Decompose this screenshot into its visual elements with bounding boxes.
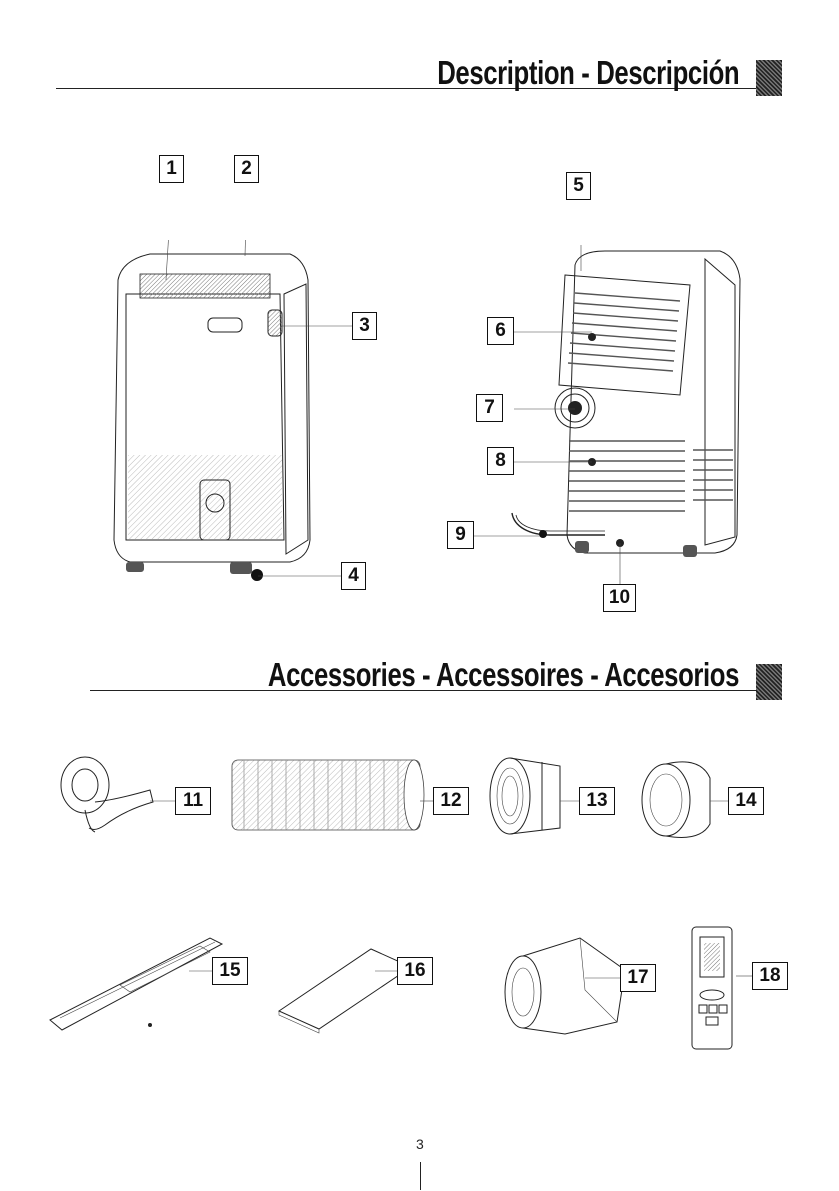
callout-16: 16 [397, 957, 433, 985]
callout-15: 15 [212, 957, 248, 985]
callout-3: 3 [352, 312, 377, 340]
page-number: 3 [416, 1136, 424, 1152]
description-leader-lines [0, 0, 839, 640]
callout-9: 9 [447, 521, 474, 549]
callout-17: 17 [620, 964, 656, 992]
callout-2: 2 [234, 155, 259, 183]
accessories-heading-block [756, 664, 782, 700]
callout-5: 5 [566, 172, 591, 200]
callout-1: 1 [159, 155, 184, 183]
callout-7: 7 [476, 394, 503, 422]
callout-14: 14 [728, 787, 764, 815]
accessories-title: Accessories - Accessoires - Accesorios [268, 658, 739, 691]
callout-8: 8 [487, 447, 514, 475]
accessory-leader-lines [0, 700, 839, 1100]
callout-11: 11 [175, 787, 211, 815]
callout-18: 18 [752, 962, 788, 990]
callout-13: 13 [579, 787, 615, 815]
footer-tick [420, 1162, 421, 1190]
callout-4: 4 [341, 562, 366, 590]
callout-12: 12 [433, 787, 469, 815]
callout-10: 10 [603, 584, 636, 612]
callout-6: 6 [487, 317, 514, 345]
